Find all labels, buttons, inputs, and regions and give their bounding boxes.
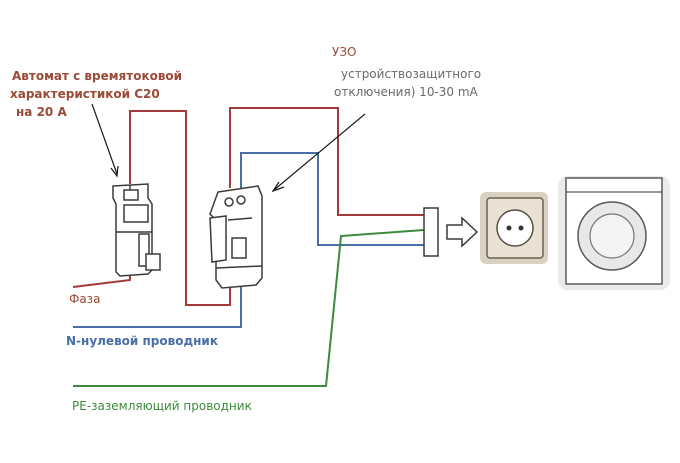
earth-label: PE-заземляющий проводник [72,399,252,413]
breaker-label-line2: характеристикой С20 [10,87,160,101]
rcd-label-line1: УЗО [332,45,357,59]
arrow-to-socket-icon [446,216,479,248]
rcd-pointer-arrow [271,113,366,193]
rcd-label-line2: устройствозащитного [341,67,482,81]
circuit-breaker [112,183,161,277]
rcd-device [209,185,263,289]
rcd-label-line3: отключения) 10-30 mA [334,85,478,99]
washing-machine-icon [558,176,670,290]
neutral-label: N-нулевой проводник [66,334,218,348]
earth-wire [73,229,425,387]
breaker-pointer-arrow [91,103,119,178]
breaker-label-line3: на 20 А [16,105,67,119]
phase-label: Фаза [69,292,101,306]
terminal-block [423,207,439,257]
socket-icon [480,192,548,264]
breaker-label-line1: Автомат с времятоковой [12,69,183,83]
